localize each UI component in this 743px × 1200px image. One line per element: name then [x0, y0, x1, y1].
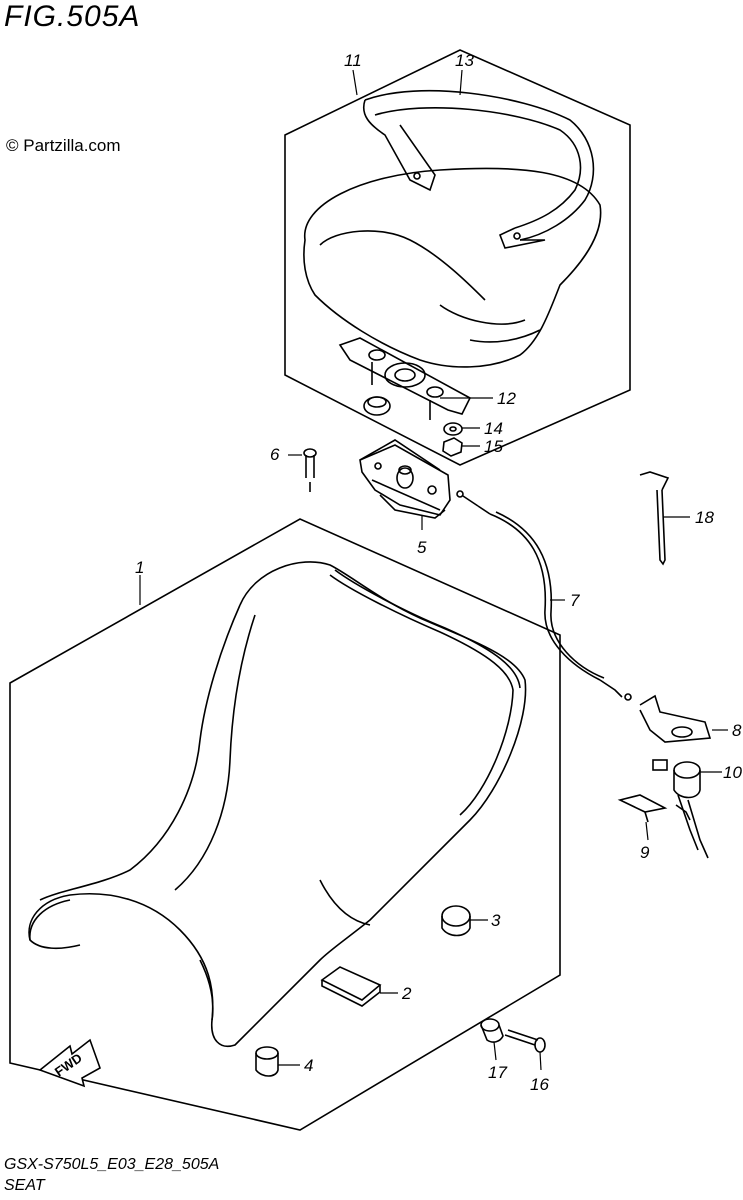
bracket-8: [639, 694, 712, 743]
callout-8: 8: [732, 721, 742, 740]
rubber-plug-3: [441, 905, 471, 937]
key-lock-10: [652, 759, 709, 859]
collar-17: [480, 1018, 504, 1043]
copyright-notice: © Partzilla.com: [6, 136, 121, 155]
main-seat-1: [28, 561, 527, 1047]
figure-name: SEAT: [4, 1177, 45, 1194]
fwd-arrow: FWD: [38, 1038, 101, 1088]
rear-seat-11: [303, 167, 602, 368]
callout-13: 13: [455, 51, 474, 70]
rod-18: [639, 471, 670, 566]
pad-2: [320, 966, 382, 1001]
main-seat-group-frame: [9, 518, 561, 1131]
cushion-piece: [363, 396, 391, 416]
damper-4: [255, 1046, 279, 1077]
nut-15: [442, 437, 463, 457]
callout-17: 17: [488, 1063, 507, 1082]
seat-bracket-12: [338, 337, 472, 420]
grab-strap-13: [363, 89, 595, 249]
figure-code: GSX-S750L5_E03_E28_505A: [4, 1156, 220, 1173]
callout-12: 12: [497, 389, 516, 408]
callout-2: 2: [401, 984, 412, 1003]
bolt-16: [504, 1029, 546, 1053]
callout-4: 4: [304, 1056, 313, 1075]
washer-14: [443, 422, 463, 436]
figure-title: FIG.505A: [4, 0, 141, 33]
callout-1: 1: [135, 558, 144, 577]
callout-6: 6: [270, 445, 280, 464]
seat-lock-cable-7: [456, 490, 632, 701]
bolt-6: [303, 448, 317, 492]
callout-numbers: 11 13 12 14 15 6 5 18 7 8 10 9 1 3 2 4 1…: [135, 51, 742, 1094]
callout-5: 5: [417, 538, 427, 557]
callout-16: 16: [530, 1075, 549, 1094]
callout-9: 9: [640, 843, 650, 862]
rear-seat-group-frame: [284, 49, 631, 466]
seat-lock-5: [359, 439, 451, 519]
callout-18: 18: [695, 508, 714, 527]
callout-10: 10: [723, 763, 742, 782]
callout-7: 7: [570, 591, 580, 610]
callout-3: 3: [491, 911, 501, 930]
callout-14: 14: [484, 419, 503, 438]
callout-15: 15: [484, 437, 503, 456]
leader-lines: [139, 69, 728, 1071]
callout-11: 11: [344, 51, 362, 70]
clip-9: [617, 794, 668, 813]
